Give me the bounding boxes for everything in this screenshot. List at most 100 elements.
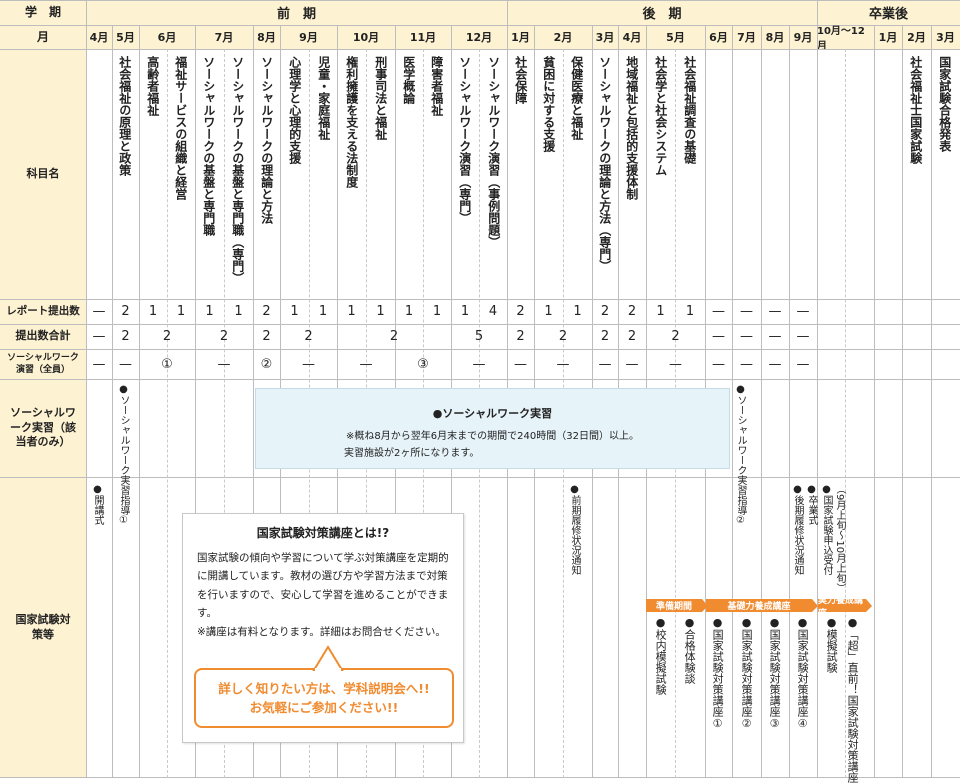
report-count: 1 <box>432 304 442 319</box>
jisshu-note-2: 実習施設が2ヶ所になります。 <box>344 448 480 459</box>
practical-course-arrow <box>866 599 872 612</box>
report-count: 2 <box>627 304 637 319</box>
prep-period-arrow <box>702 599 708 612</box>
jisshu-note-1: ※概ね8月から翌年6月末までの期間で240時間（32日間）以上。 <box>346 431 639 442</box>
row-label-total: 提出数合計 <box>15 329 71 343</box>
sw-practice-cell: — <box>768 356 782 372</box>
second-term-notice: ●後期履修状況通知 <box>792 484 803 575</box>
month-label: 6月 <box>157 31 177 44</box>
sw-practice-cell: — <box>217 356 231 372</box>
subject-name: 社会保障 <box>513 56 528 104</box>
month-label: 7月 <box>737 31 756 44</box>
month-label: 2月 <box>907 31 926 44</box>
sw-practice-cell: — <box>598 356 612 372</box>
grid-line <box>0 299 960 300</box>
total-count: 2 <box>558 329 568 344</box>
subject-name: ソーシャルワーク演習（事例問題） <box>486 56 501 248</box>
pass-experience-talk: ●合格体験談 <box>683 616 697 684</box>
grid-line <box>0 0 960 1</box>
month-label: 2月 <box>553 31 573 44</box>
exam-application: ●国家試験申込受付 <box>821 484 832 575</box>
month-label: 8月 <box>257 31 276 44</box>
total-count: 2 <box>671 329 680 344</box>
info-box-body: 国家試験の傾向や学習について学ぶ対策講座を定期的に開講しています。教材の選び方や… <box>197 552 449 620</box>
sub-column-line <box>224 49 225 778</box>
exam-course-3: ●国家試験対策講座③ <box>768 616 782 730</box>
jisshu-box: ●ソーシャルワーク実習 ※概ね8月から翌年6月末までの期間で240時間（32日間… <box>255 388 730 469</box>
grid-line <box>0 379 960 380</box>
basic-course-tag: 基礎力養成講座 <box>706 599 812 612</box>
total-count: 5 <box>474 329 484 344</box>
sw-practice-cell: ③ <box>417 356 429 372</box>
month-label: 10月 <box>352 31 380 44</box>
cta-bubble-tail <box>312 645 344 671</box>
report-count: — <box>92 304 106 319</box>
subject-name: 社会学と社会システム <box>653 56 668 176</box>
subject-name: 高齢者福祉 <box>145 56 160 116</box>
report-count: 1 <box>290 304 299 319</box>
subject-name: 社会福祉の原理と政策 <box>117 56 132 176</box>
sw-practice-cell: — <box>514 356 527 372</box>
month-label: 11月 <box>409 31 437 44</box>
total-count: 2 <box>262 329 271 344</box>
sw-practice-cell: — <box>625 356 639 372</box>
sw-practice-cell: — <box>712 356 725 372</box>
month-label: 3月 <box>595 31 615 44</box>
cta-line-1: 詳しく知りたい方は、学科説明会へ!! <box>218 680 430 696</box>
report-count: 1 <box>573 304 582 319</box>
sw-practice-cell: — <box>119 356 132 372</box>
grid-line <box>789 25 790 778</box>
month-label: 12月 <box>465 31 493 44</box>
total-count: 2 <box>389 329 399 344</box>
grid-line <box>112 25 113 778</box>
month-label: 1月 <box>511 31 530 44</box>
grid-line <box>86 0 87 778</box>
sub-column-line <box>845 49 846 778</box>
report-count: 1 <box>205 304 214 319</box>
grid-line <box>139 25 140 778</box>
month-label: 5月 <box>116 31 135 44</box>
month-label: 3月 <box>936 31 955 44</box>
term-after: 卒業後 <box>868 7 908 22</box>
grid-line <box>0 349 960 350</box>
subject-name: 保健医療と福祉 <box>569 56 584 140</box>
month-label: 1月 <box>878 31 898 44</box>
first-term-notice: ●前期履修状況通知 <box>569 484 580 575</box>
grid-line <box>732 25 733 778</box>
subject-name: 地域福祉と包括的支援体制 <box>624 56 639 200</box>
report-count: 2 <box>516 304 525 319</box>
row-label-exam: 国家試験対策等 <box>15 612 71 641</box>
total-count: 2 <box>600 329 610 344</box>
info-box-note: ※講座は有料となります。詳細はお問合せください。 <box>197 625 446 638</box>
jisshu-title: ●ソーシャルワーク実習 <box>432 407 553 420</box>
grid-line <box>0 324 960 325</box>
sw-practice-cell: ② <box>260 356 273 372</box>
subject-name: 貧困に対する支援 <box>541 56 556 152</box>
exam-course-2: ●国家試験対策講座② <box>740 616 754 730</box>
total-count: 2 <box>219 329 229 344</box>
sw-practice-cell: — <box>669 356 682 372</box>
sw-practice-cell: — <box>92 356 106 372</box>
total-count: 2 <box>627 329 637 344</box>
report-count: 1 <box>544 304 553 319</box>
month-label: 9月 <box>299 31 318 44</box>
month-label: 6月 <box>709 31 728 44</box>
sw-practice-cell: — <box>359 356 373 372</box>
subject-name: ソーシャルワークの理論と方法（専門） <box>597 56 612 272</box>
cta-line-2: お気軽にご参加ください!! <box>249 700 399 715</box>
subject-name: 国家試験合格発表 <box>937 56 952 152</box>
total-count: — <box>740 329 753 344</box>
subject-name: 社会福祉調査の基礎 <box>682 56 697 164</box>
exam-application-period: （9月上旬〜10月上旬） <box>834 484 845 594</box>
total-count: 2 <box>162 329 172 344</box>
basic-course-arrow <box>812 599 818 612</box>
exam-course-1: ●国家試験対策講座① <box>711 616 725 730</box>
report-count: — <box>740 304 753 319</box>
sub-column-line <box>167 49 168 778</box>
report-count: — <box>796 304 810 319</box>
term-second: 後 期 <box>642 7 682 22</box>
total-count: — <box>768 329 782 344</box>
super-final-course: ●「超」直前！国家試験対策講座 <box>846 616 860 783</box>
subject-name: ソーシャルワークの基盤と専門職 <box>201 56 216 236</box>
grid-line <box>874 25 875 778</box>
